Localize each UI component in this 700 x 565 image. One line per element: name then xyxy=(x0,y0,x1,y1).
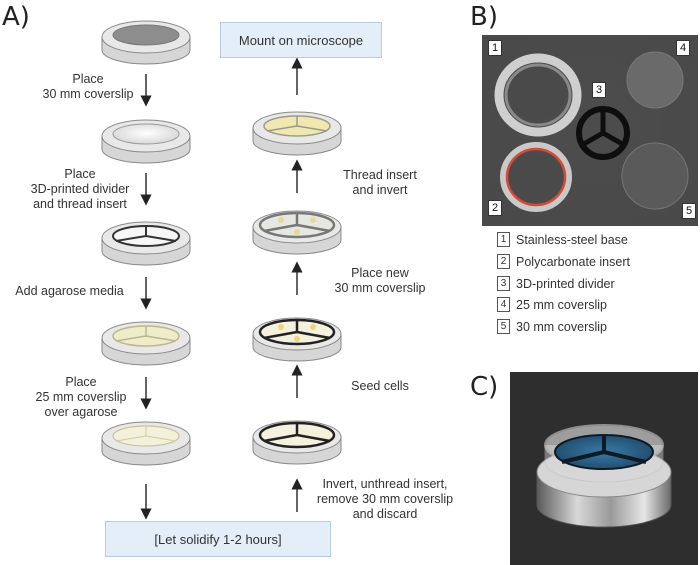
legend-item: 2 Polycarbonate insert xyxy=(497,254,630,269)
photo-number-1: 1 xyxy=(488,40,502,56)
step-add-agarose: Add agarose media xyxy=(15,284,124,298)
divider-piece xyxy=(576,106,630,160)
polycarbonate-insert xyxy=(500,142,572,212)
legend-item: 1 Stainless-steel base xyxy=(497,232,628,247)
legend-label: 30 mm coverslip xyxy=(516,319,607,334)
photo-number-4: 4 xyxy=(676,40,690,56)
legend-number: 2 xyxy=(497,254,510,269)
step-thread-invert: Thread insert and invert xyxy=(343,168,417,197)
dish-threaded xyxy=(252,111,342,156)
legend-label: Stainless-steel base xyxy=(516,232,628,247)
legend-label: 25 mm coverslip xyxy=(516,297,607,312)
step-seed-cells: Seed cells xyxy=(351,379,409,393)
legend-label: Polycarbonate insert xyxy=(516,254,630,269)
panel-label-a: A) xyxy=(2,2,30,32)
dish-coverslip xyxy=(101,119,191,164)
coverslip-25 xyxy=(626,51,684,109)
components-photo xyxy=(482,35,698,226)
step-place-divider: Place 3D-printed divider and thread inse… xyxy=(30,167,130,211)
photo-number-2: 2 xyxy=(488,200,502,216)
solidify-box: [Let solidify 1-2 hours] xyxy=(105,521,331,557)
arrows xyxy=(140,57,303,520)
panel-label-c: C) xyxy=(470,372,499,402)
dish-agarose xyxy=(101,321,191,366)
legend-number: 4 xyxy=(497,297,510,312)
assembled-dish-photo xyxy=(510,372,698,565)
coverslip-30 xyxy=(621,142,689,210)
dish-coverslip-over-agarose xyxy=(101,421,191,466)
steel-base xyxy=(494,53,582,137)
photo-number-5: 5 xyxy=(682,203,696,219)
legend-number: 5 xyxy=(497,319,510,334)
mount-box: Mount on microscope xyxy=(220,22,382,58)
legend-item: 4 25 mm coverslip xyxy=(497,297,607,312)
legend-item: 5 30 mm coverslip xyxy=(497,319,607,334)
step-place-25mm-coverslip: Place 25 mm coverslip over agarose xyxy=(35,375,127,419)
dish-inverted-divider xyxy=(252,420,342,465)
step-invert-unthread: Invert, unthread insert, remove 30 mm co… xyxy=(316,477,454,521)
dish-new-coverslip xyxy=(252,210,342,255)
panel-label-b: B) xyxy=(470,2,498,32)
step-place-new-coverslip: Place new 30 mm coverslip xyxy=(334,266,426,295)
dish-seeded xyxy=(252,317,342,362)
step-place-30mm-coverslip: Place 30 mm coverslip xyxy=(42,72,134,101)
dish-divider xyxy=(101,221,191,266)
legend-item: 3 3D-printed divider xyxy=(497,276,615,291)
legend-label: 3D-printed divider xyxy=(516,276,615,291)
dish-empty xyxy=(101,20,191,65)
legend-number: 3 xyxy=(497,276,510,291)
legend-number: 1 xyxy=(497,232,510,247)
photo-number-3: 3 xyxy=(592,82,606,98)
